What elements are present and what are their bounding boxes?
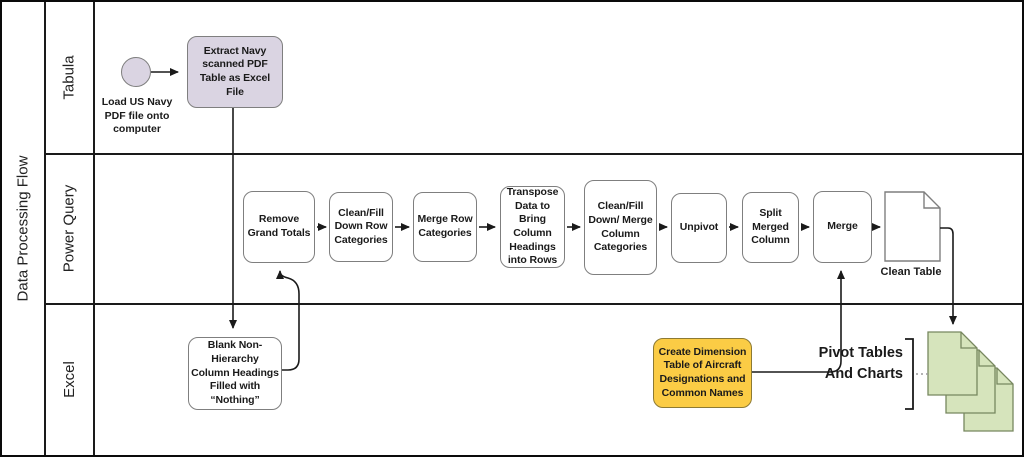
task-clean-fill-down-row: Clean/Fill Down Row Categories — [329, 192, 393, 262]
lane-label-tabula-cell: Tabula — [45, 2, 93, 153]
lane-label-tabula: Tabula — [60, 55, 78, 100]
task-clean-fill-merge-col: Clean/Fill Down/ Merge Column Categories — [584, 180, 657, 275]
lane-divider-powerquery-excel — [44, 303, 1022, 305]
lane-divider-tabula-powerquery — [44, 153, 1022, 155]
task-merge: Merge — [813, 191, 872, 263]
task-transpose-data: Transpose Data to Bring Column Headings … — [500, 186, 565, 268]
task-merge-row-categories: Merge Row Categories — [413, 192, 477, 262]
task-split-merged-column: Split Merged Column — [742, 192, 799, 263]
pool-title: Data Processing Flow — [14, 155, 32, 302]
title-column-divider — [44, 2, 46, 455]
task-create-dimension-table: Create Dimension Table of Aircraft Desig… — [653, 338, 752, 408]
lane-label-excel-cell: Excel — [45, 304, 93, 455]
task-extract-pdf: Extract Navy scanned PDF Table as Excel … — [187, 36, 283, 108]
pivot-tables-charts-label: Pivot Tables And Charts — [818, 345, 903, 383]
clean-table-document-icon — [884, 191, 941, 262]
lane-label-excel: Excel — [60, 361, 78, 398]
task-remove-grand-totals: Remove Grand Totals — [243, 191, 315, 263]
pivot-pages-stack-icon — [927, 331, 1014, 432]
lane-label-powerquery: Power Query — [60, 184, 78, 273]
start-event-label: Load US Navy PDF file onto computer — [101, 96, 173, 136]
task-blank-headings: Blank Non-Hierarchy Column Headings Fill… — [188, 337, 282, 410]
lane-label-powerquery-cell: Power Query — [45, 154, 93, 303]
lane-label-divider — [93, 2, 95, 455]
task-unpivot: Unpivot — [671, 193, 727, 263]
pool-title-cell: Data Processing Flow — [2, 2, 44, 455]
clean-table-label: Clean Table — [880, 266, 942, 278]
start-event-circle — [121, 57, 151, 87]
